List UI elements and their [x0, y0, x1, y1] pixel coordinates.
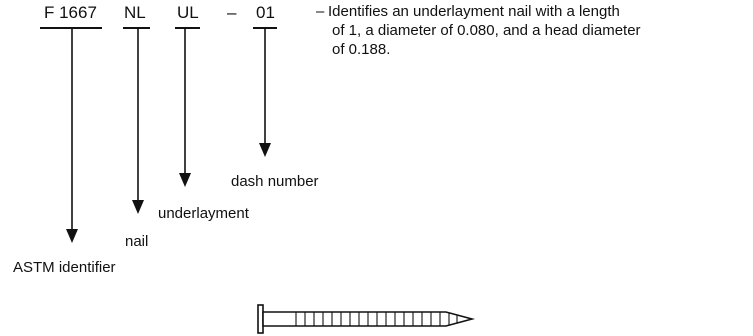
code-spec: F 1667: [44, 3, 97, 22]
label-astm-identifier: ASTM identifier: [13, 259, 116, 276]
code-type: NL: [124, 3, 146, 22]
underline-number: [253, 27, 277, 29]
arrowhead-nail: [132, 200, 144, 214]
arrowhead-dash-number: [259, 143, 271, 157]
code-dash: –: [227, 3, 237, 22]
description-line-1: Identifies an underlayment nail with a l…: [328, 3, 620, 20]
label-dash-number: dash number: [231, 173, 319, 190]
description-dash: –: [316, 3, 325, 20]
nail-illustration: [257, 304, 476, 334]
arrowhead-underlayment: [179, 173, 191, 187]
underline-type: [123, 27, 150, 29]
code-style: UL: [177, 3, 199, 22]
nail-rings: [295, 312, 458, 326]
description-line-2: of 1, a diameter of 0.080, and a head di…: [332, 22, 641, 39]
code-number: 01: [256, 3, 275, 22]
label-underlayment: underlayment: [158, 205, 249, 222]
underline-style: [175, 27, 200, 29]
arrowhead-astm: [66, 229, 78, 243]
label-nail: nail: [125, 233, 149, 250]
description-line-3: of 0.188.: [332, 41, 391, 58]
underline-spec: [40, 27, 102, 29]
description: – Identifies an underlayment nail with a…: [316, 2, 641, 59]
